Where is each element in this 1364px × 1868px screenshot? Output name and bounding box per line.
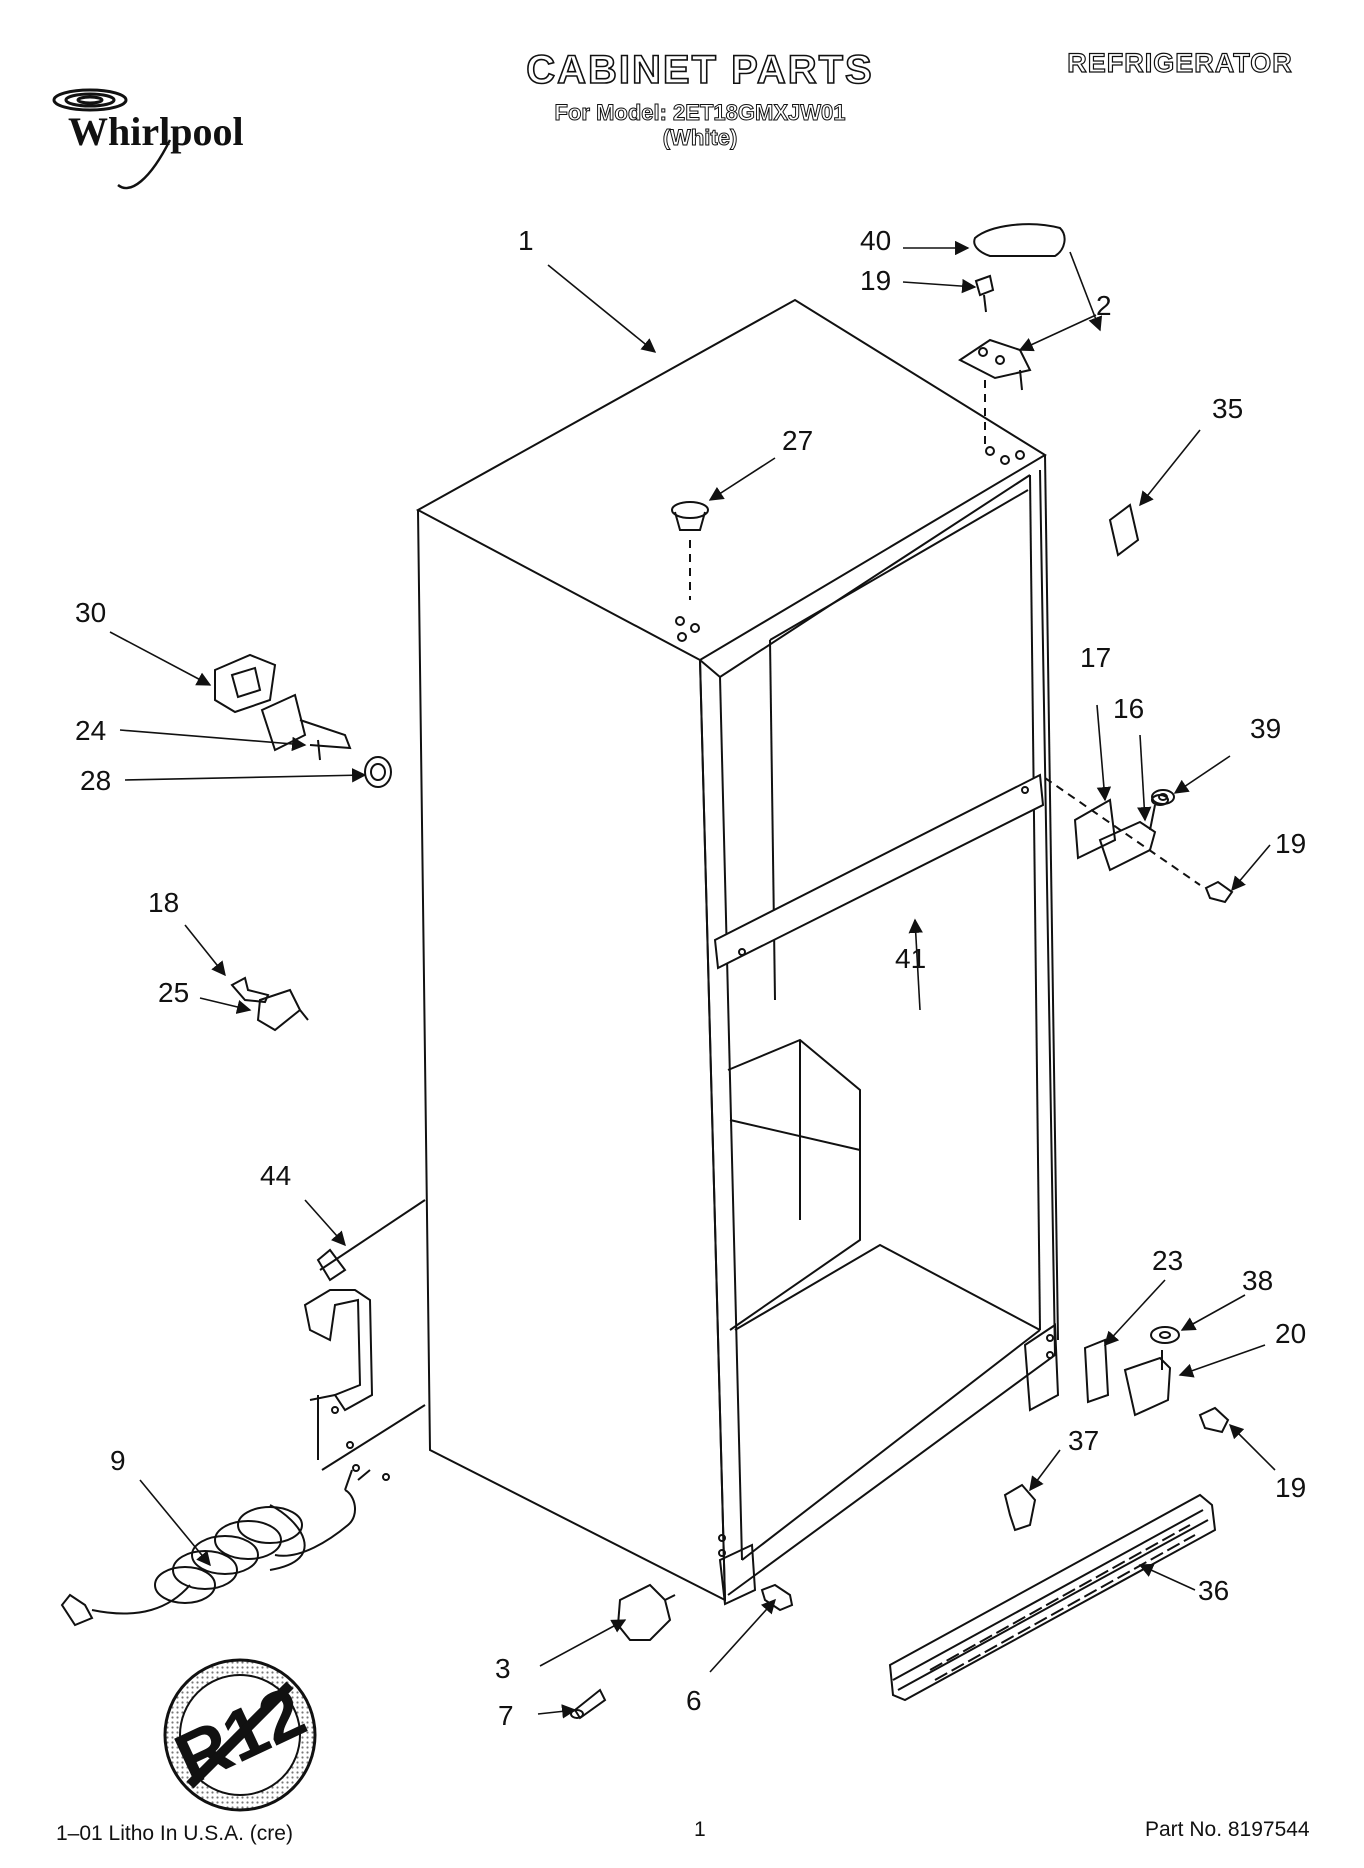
callout-19-top: 19 xyxy=(860,265,891,296)
power-cord xyxy=(60,1464,390,1627)
bottom-hinge-shim xyxy=(1083,1338,1110,1404)
control-gasket xyxy=(214,653,277,714)
footer-part-number: Part No. 8197544 xyxy=(1145,1818,1310,1841)
callout-18: 18 xyxy=(148,887,179,918)
callout-17: 17 xyxy=(1080,642,1111,673)
no-r12-badge: R12 xyxy=(163,1658,317,1812)
hinge-screw-top xyxy=(974,274,995,313)
center-hinge-screw xyxy=(1204,880,1234,904)
footer-page-number: 1 xyxy=(694,1818,706,1841)
footer-litho: 1–01 Litho In U.S.A. (cre) xyxy=(56,1822,293,1845)
control-thermostat xyxy=(260,693,352,761)
swirl-icon xyxy=(52,88,172,190)
callout-41: 41 xyxy=(895,943,926,974)
bottom-hinge-screw xyxy=(1198,1406,1230,1434)
bottom-hinge-washer xyxy=(1150,1326,1180,1344)
cord-clamp xyxy=(256,988,309,1032)
callout-9: 9 xyxy=(110,1445,126,1476)
top-plug xyxy=(671,501,709,531)
callout-20: 20 xyxy=(1275,1318,1306,1349)
page-title: CABINET PARTS xyxy=(525,47,874,93)
callout-19-mid: 19 xyxy=(1275,828,1306,859)
center-hinge-bracket xyxy=(1073,794,1169,872)
top-hinge xyxy=(958,338,1032,391)
divider-rail xyxy=(713,773,1045,970)
callout-24: 24 xyxy=(75,715,106,746)
callout-23: 23 xyxy=(1152,1245,1183,1276)
callout-35: 35 xyxy=(1212,393,1243,424)
callout-39: 39 xyxy=(1250,713,1281,744)
callout-36: 36 xyxy=(1198,1575,1229,1606)
center-hinge-washer xyxy=(1151,789,1175,805)
callout-7: 7 xyxy=(498,1700,514,1731)
bottom-screw xyxy=(760,1583,794,1612)
callout-labels: 1 40 19 2 35 27 30 24 28 17 16 39 19 18 … xyxy=(75,225,1306,1731)
callout-1: 1 xyxy=(518,225,534,256)
cabinet-body xyxy=(415,298,1060,1606)
grille-clip xyxy=(1003,1483,1037,1532)
callout-16: 16 xyxy=(1113,693,1144,724)
brand-name: Whirlpool xyxy=(68,109,244,154)
callout-19-bottom: 19 xyxy=(1275,1472,1306,1503)
callout-38: 38 xyxy=(1242,1265,1273,1296)
callout-28: 28 xyxy=(80,765,111,796)
access-panel xyxy=(303,1199,426,1471)
callout-6: 6 xyxy=(686,1685,702,1716)
bottom-clip xyxy=(616,1583,676,1641)
appliance-label: REFRIGERATOR xyxy=(1067,47,1293,78)
callout-37: 37 xyxy=(1068,1425,1099,1456)
hinge-cover xyxy=(973,223,1066,257)
bottom-hinge xyxy=(1123,1350,1172,1417)
top-clip xyxy=(1108,503,1140,557)
color-line: (White) xyxy=(662,125,738,151)
model-line: For Model: 2ET18GMXJW01 xyxy=(554,100,846,126)
callout-40: 40 xyxy=(860,225,891,256)
control-ring xyxy=(364,756,392,788)
callout-3: 3 xyxy=(495,1653,511,1684)
callout-25: 25 xyxy=(158,977,189,1008)
callout-44: 44 xyxy=(260,1160,291,1191)
callout-2: 2 xyxy=(1096,290,1112,321)
hinge-pin xyxy=(570,1688,607,1720)
brand-logo xyxy=(52,88,172,190)
callout-30: 30 xyxy=(75,597,106,628)
toe-grille xyxy=(888,1493,1217,1702)
callout-27: 27 xyxy=(782,425,813,456)
leader-lines xyxy=(109,240,1276,1719)
